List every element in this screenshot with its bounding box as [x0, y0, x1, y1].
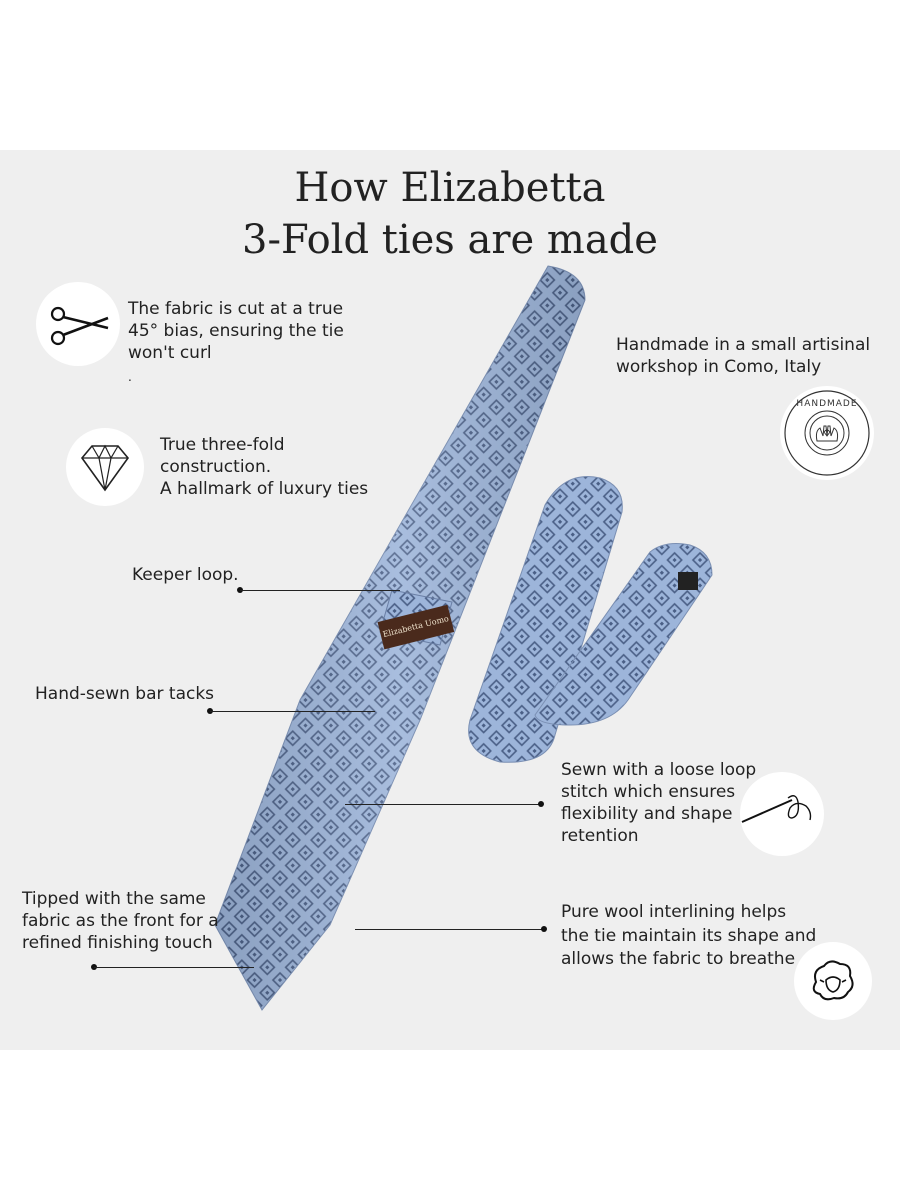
handmade-badge-text: HANDMADE	[796, 399, 857, 409]
sheep-icon-circle	[794, 942, 872, 1020]
sheep-icon	[812, 960, 854, 1001]
loop-stitch-text-1: Sewn with a loose loop	[561, 760, 757, 780]
title-line-2: 3-Fold ties are made	[242, 217, 658, 263]
tie-tail-tag	[678, 572, 698, 590]
three-fold-text-3: A hallmark of luxury ties	[160, 479, 369, 499]
loop-stitch-text-4: retention	[561, 826, 639, 846]
loop-stitch-text-3: flexibility and shape	[561, 804, 733, 824]
handmade-hands-icon: HANDMADE	[784, 390, 870, 476]
tipping-text-2: fabric as the front for a	[22, 911, 219, 931]
wool-text-1: Pure wool interlining helps	[561, 902, 787, 922]
diamond-icon	[80, 444, 130, 492]
tie-tail	[534, 543, 713, 726]
bias-cut-text-2: 45° bias, ensuring the tie	[128, 321, 344, 341]
handmade-text-1: Handmade in a small artisinal	[616, 335, 871, 355]
bar-tacks-text: Hand-sewn bar tacks	[35, 684, 215, 704]
keeper-loop-text: Keeper loop.	[132, 565, 239, 585]
loop-stitch-dot	[538, 801, 544, 807]
wool-dot	[541, 926, 547, 932]
loop-stitch-line	[345, 804, 540, 805]
bias-cut-text-3: won't curl	[128, 343, 212, 363]
handmade-text-2: workshop in Como, Italy	[616, 357, 822, 377]
bias-cut-text-1: The fabric is cut at a true	[128, 299, 344, 319]
bar-tacks-line	[210, 711, 375, 712]
needle-thread-icon	[741, 795, 812, 823]
keeper-loop-line	[240, 590, 400, 591]
tie-brand-label	[377, 604, 455, 650]
tipping-text-1: Tipped with the same	[22, 889, 206, 909]
tipping-text-3: refined finishing touch	[22, 933, 213, 953]
wool-text-3: allows the fabric to breathe	[561, 949, 796, 969]
scissors-icon-circle	[36, 282, 120, 366]
three-fold-text-1: True three-fold	[160, 435, 285, 455]
bias-cut-text-4: .	[128, 370, 132, 384]
title-line-1: How Elizabetta	[294, 165, 606, 211]
loop-stitch-text-2: stitch which ensures	[561, 782, 736, 802]
wool-text-2: the tie maintain its shape and	[561, 926, 817, 946]
three-fold-text-2: construction.	[160, 457, 272, 477]
tipping-line	[94, 967, 254, 968]
wool-line	[355, 929, 543, 930]
scissors-icon	[50, 306, 109, 346]
diamond-icon-circle	[66, 428, 144, 506]
tie-narrow-blade	[468, 476, 623, 763]
